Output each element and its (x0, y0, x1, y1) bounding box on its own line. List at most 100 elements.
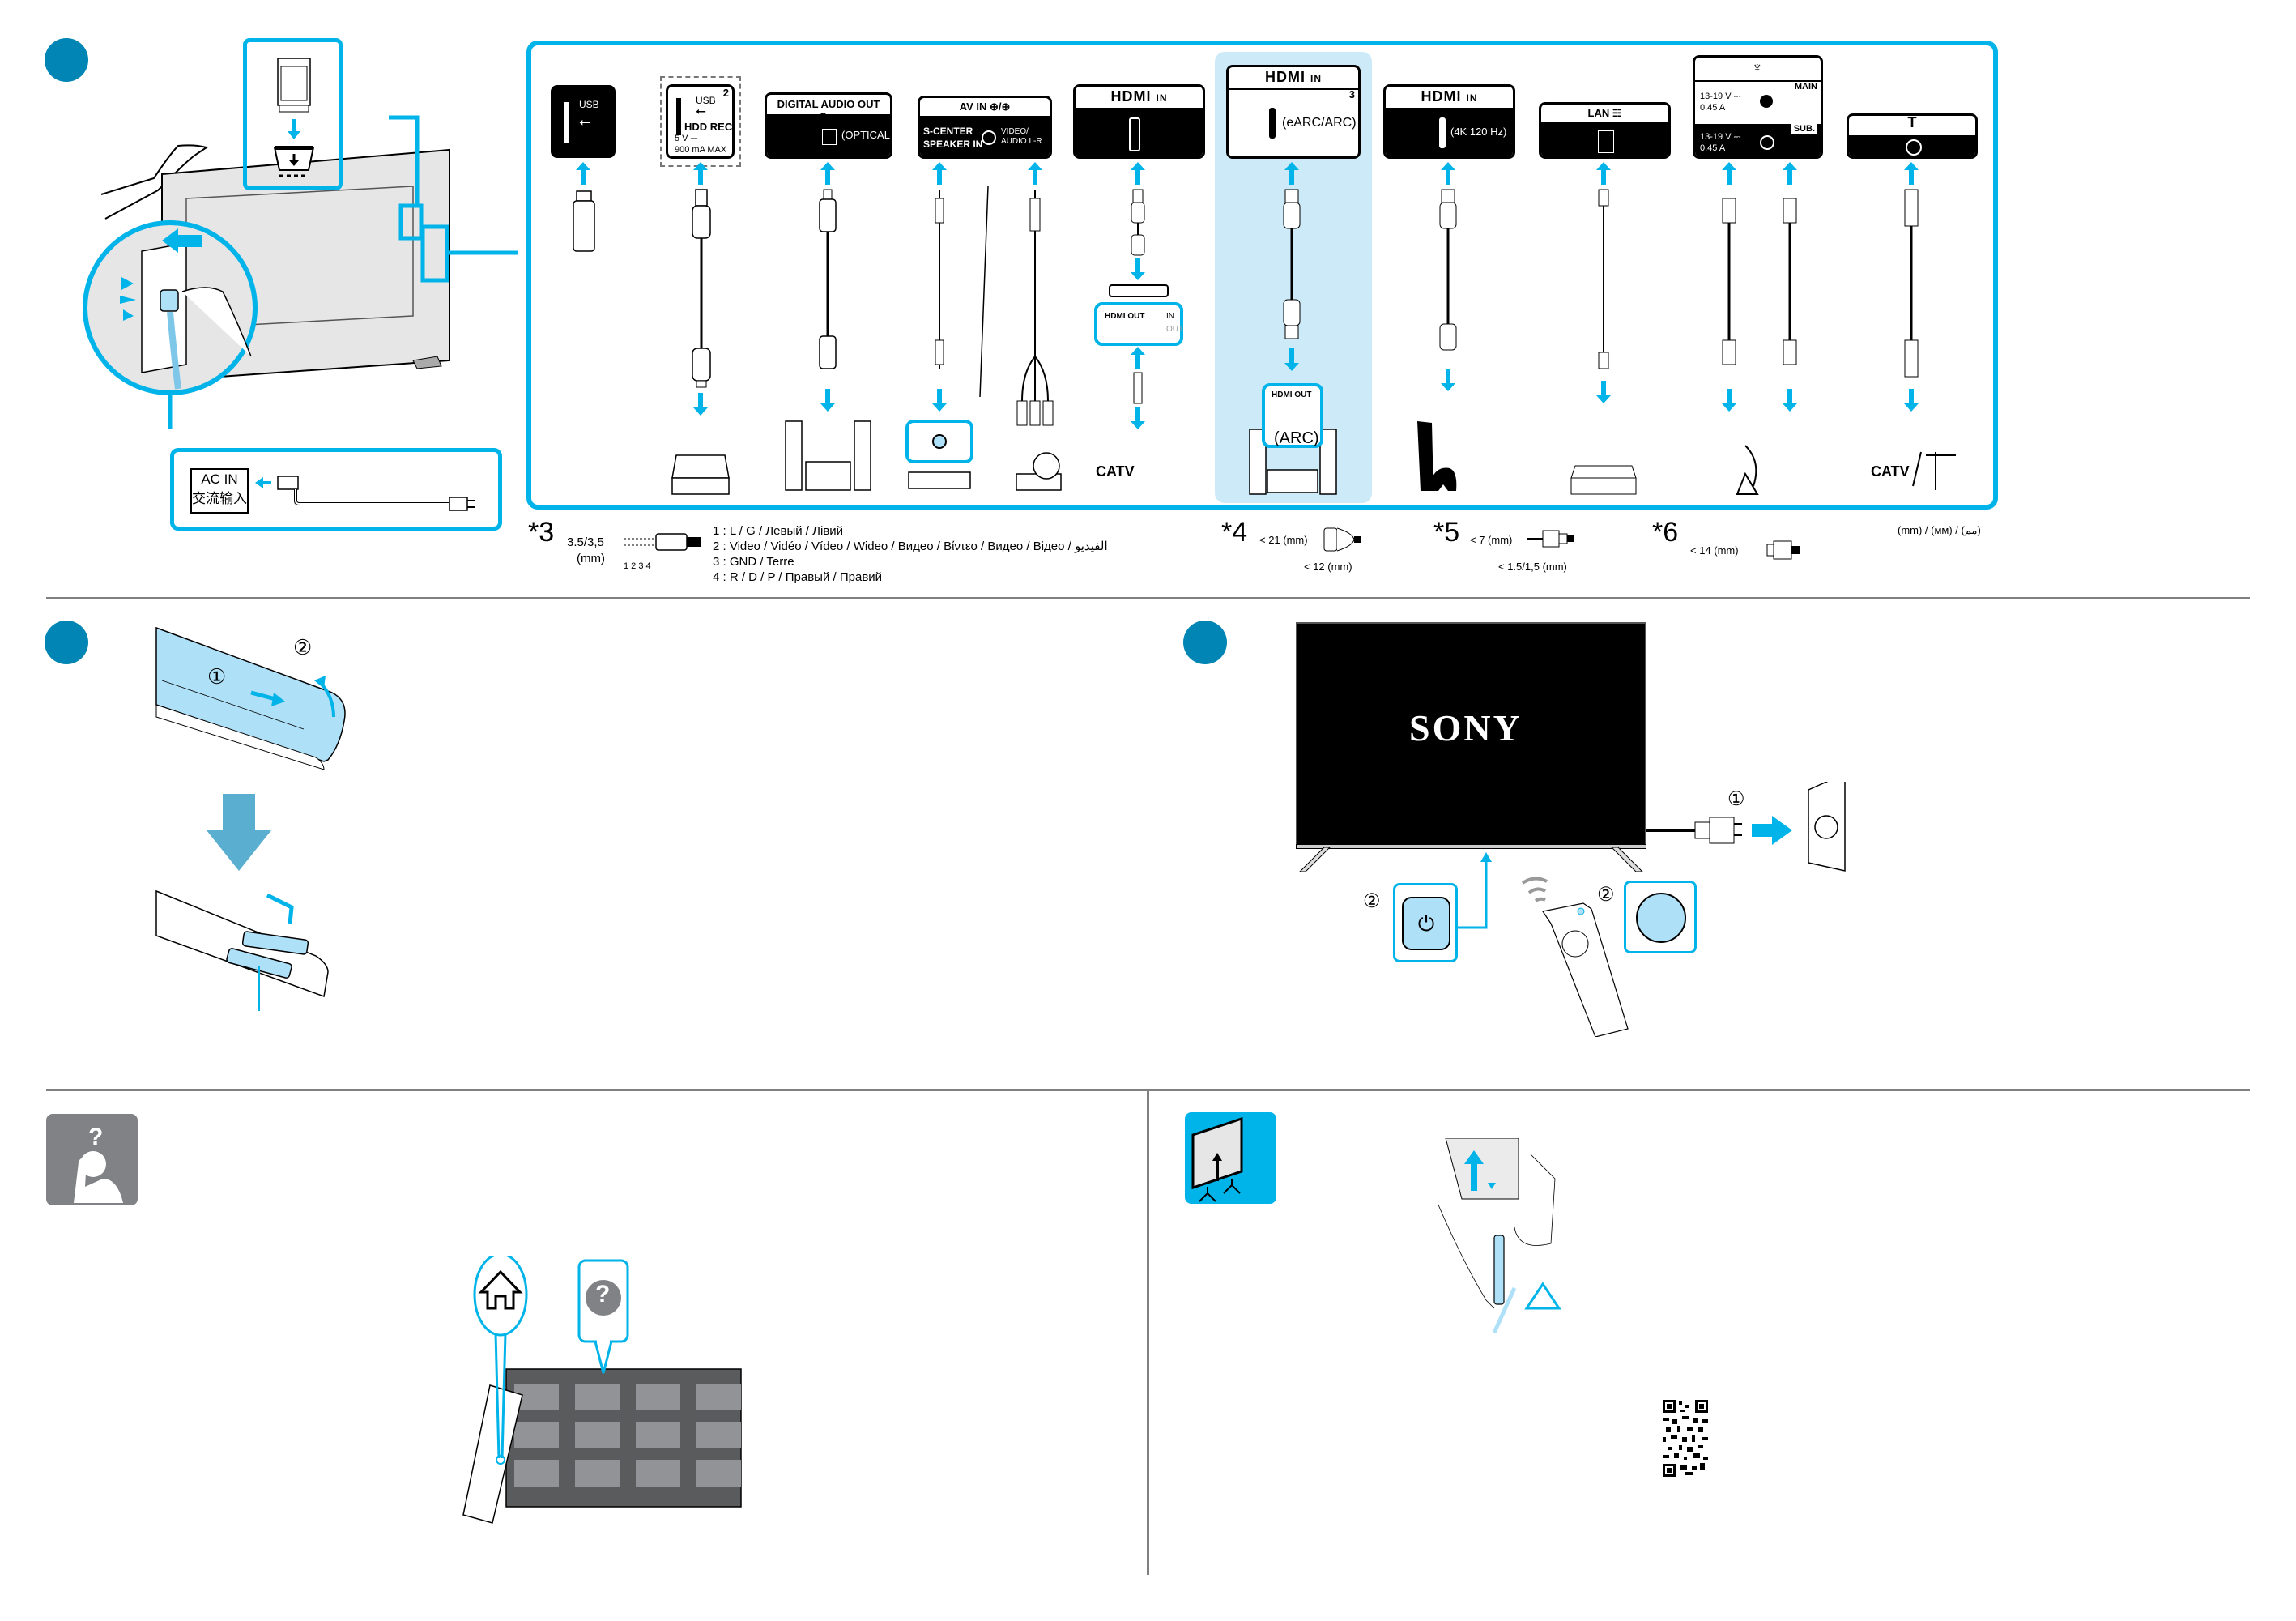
tv-screen (1296, 622, 1646, 849)
sat-main-voltage: 13-19 V ⎓ (1700, 92, 1741, 101)
cam-card-callout (243, 38, 343, 190)
footnote-5-marker: *5 (1433, 517, 1460, 548)
help-question-mark: ? (595, 1281, 611, 1307)
qr-code[interactable] (1663, 1400, 1708, 1477)
power-cord-icon (255, 476, 475, 511)
port-usb1[interactable]: USB ⭠ (551, 85, 616, 158)
footnote-4-dim2: < 12 (mm) (1304, 561, 1352, 573)
hdmi4k-label: (4K 120 Hz) (1450, 126, 1507, 138)
usb2-number: 2 (722, 87, 729, 99)
hdmi3-header: HDMI IN (1264, 69, 1322, 85)
footnote-5-dim2: < 1.5/1,5 (mm) (1498, 561, 1567, 573)
remote-step-num-2: ② (293, 635, 313, 659)
tv-bezel (1296, 844, 1646, 849)
home-icon (478, 1269, 523, 1310)
remote-power-button-callout (1624, 881, 1697, 953)
footnote-4-marker: *4 (1221, 517, 1248, 548)
usb-icon: ⭠ (579, 113, 591, 130)
cam-card-icon (273, 58, 315, 177)
brand-logo: SONY (1409, 707, 1523, 749)
avin-header: AV IN ⊕/⊕ (959, 100, 1011, 113)
f-connector-dim-icon (1527, 530, 1574, 548)
arc-label: (ARC) (1274, 429, 1319, 447)
usb2-icon: ⭠ (696, 105, 706, 118)
usb1-label: USB (579, 99, 599, 110)
port-hdmi3-earc[interactable]: HDMI IN 3 (eARC/ARC) (1226, 65, 1361, 159)
power-step-num-2a: ② (1363, 890, 1381, 912)
help-person-icon: ? (46, 1114, 138, 1205)
satellite-dish-icon: ♆ (1752, 59, 1763, 75)
tv-power-button[interactable]: ⏻ (1402, 897, 1450, 950)
sat-main-current: 0.45 A (1700, 103, 1726, 113)
usb2-label: USB (696, 95, 716, 106)
port-lan[interactable]: LAN ☷ (1539, 102, 1671, 159)
step-3-marker (1183, 621, 1227, 664)
footnote-3-marker: *3 (528, 517, 555, 548)
svg-text:?: ? (88, 1124, 103, 1150)
stb-in-label: IN (1166, 312, 1174, 321)
footnote-3-line-3: 3 : GND / Terre (713, 555, 794, 569)
rf-antenna-icon: T (1907, 114, 1917, 130)
stb-out-label: OUT (1166, 325, 1184, 334)
pinch-warning-icon (1524, 1282, 1561, 1310)
sat-sub-voltage: 13-19 V ⎓ (1700, 132, 1741, 142)
tv-rear-illustration (83, 115, 518, 429)
step-1-marker (45, 38, 88, 82)
remote-step-num-1: ① (207, 664, 227, 689)
port-digital-audio-out[interactable]: DIGITAL AUDIO OUT ⊖→ (OPTICAL) (765, 92, 892, 159)
sat-sub-current: 0.45 A (1700, 143, 1726, 153)
help-tv-illustration (462, 1256, 742, 1524)
tv-power-button-callout: ⏻ (1393, 883, 1458, 962)
sat-main-label: MAIN (1794, 82, 1817, 92)
usb2-current: 900 mA MAX (675, 145, 727, 155)
cable-diagram (573, 154, 1956, 495)
footnote-3-line-2: 2 : Video / Vidéo / Vídeo / Wideo / Виде… (713, 540, 1108, 553)
hdmi-plug-dim-icon (1323, 527, 1361, 552)
footnote-6-dim1: < 14 (mm) (1690, 544, 1739, 557)
section-divider-vertical (1147, 1089, 1149, 1575)
power-callout-line (1458, 852, 1492, 929)
hdmi3-number: 3 (1348, 88, 1355, 100)
ac-in-label-box: AC IN 交流输入 (190, 468, 249, 514)
ac-in-label: AC IN (201, 471, 238, 487)
arc-hdmi-out-label: HDMI OUT (1272, 390, 1312, 399)
ac-in-label-zh: 交流输入 (192, 491, 247, 506)
remote-control-pointing (1521, 877, 1629, 1037)
hdmi1-header: HDMI IN (1110, 88, 1168, 105)
sat-sub-label: SUB. (1791, 124, 1817, 134)
footnote-3-pins: 1 2 3 4 (624, 561, 651, 571)
footnote-5-dim1: < 7 (mm) (1470, 534, 1513, 546)
connector-panel (526, 41, 1998, 510)
remote-power-button[interactable] (1636, 893, 1686, 943)
hdmi4k-header: HDMI IN (1421, 88, 1478, 105)
step-2-marker (45, 621, 88, 664)
port-hdmi-4k120[interactable]: HDMI IN (4K 120 Hz) (1383, 84, 1515, 159)
avin-speaker-in: SPEAKER IN (923, 139, 983, 150)
port-rf-antenna[interactable]: T (1847, 113, 1978, 159)
ac-in-callout: AC IN 交流输入 (170, 448, 502, 531)
avin-audio-lr: AUDIO L-R (1001, 137, 1042, 146)
stb-hdmi-out-label: HDMI OUT (1105, 312, 1145, 321)
lan-header: LAN ☷ (1587, 107, 1622, 119)
port-av-in[interactable]: AV IN ⊕/⊕ S-CENTER SPEAKER IN VIDEO/ AUD… (918, 96, 1052, 159)
port-hdmi1[interactable]: HDMI IN (1073, 84, 1205, 159)
footnote-3-dim: 3.5/3,5 (567, 535, 604, 549)
footnote-4-dim1: < 21 (mm) (1259, 534, 1308, 546)
power-step-num-1: ① (1727, 788, 1745, 810)
stand-removal-illustration (1438, 1138, 1561, 1334)
footnote-6-marker: *6 (1652, 517, 1679, 548)
help-icon (586, 1280, 621, 1316)
avin-s-center: S-CENTER (923, 126, 973, 137)
avin-video: VIDEO/ (1001, 127, 1029, 136)
footnote-3-unit: (mm) (577, 552, 605, 565)
section-divider-1 (46, 597, 2250, 599)
usb2-hdd-rec-label: HDD REC (684, 121, 733, 133)
footnote-3-line-4: 4 : R / D / P / Правый / Правий (713, 570, 883, 584)
units-note: (mm) / (мм) / (مم) (1898, 524, 1981, 536)
port-satellite[interactable]: ♆ 13-19 V ⎓ 0.45 A MAIN 13-19 V ⎓ 0.45 A… (1693, 55, 1823, 159)
port-usb2-hdd-rec[interactable]: USB ⭠ HDD REC 5 V ⎓ 900 mA MAX 2 (666, 84, 735, 159)
minijack-icon (624, 533, 701, 551)
catv-label-2: CATV (1871, 463, 1910, 480)
power-step-num-2b: ② (1597, 884, 1615, 906)
remote-battery-illustration (155, 626, 346, 1011)
